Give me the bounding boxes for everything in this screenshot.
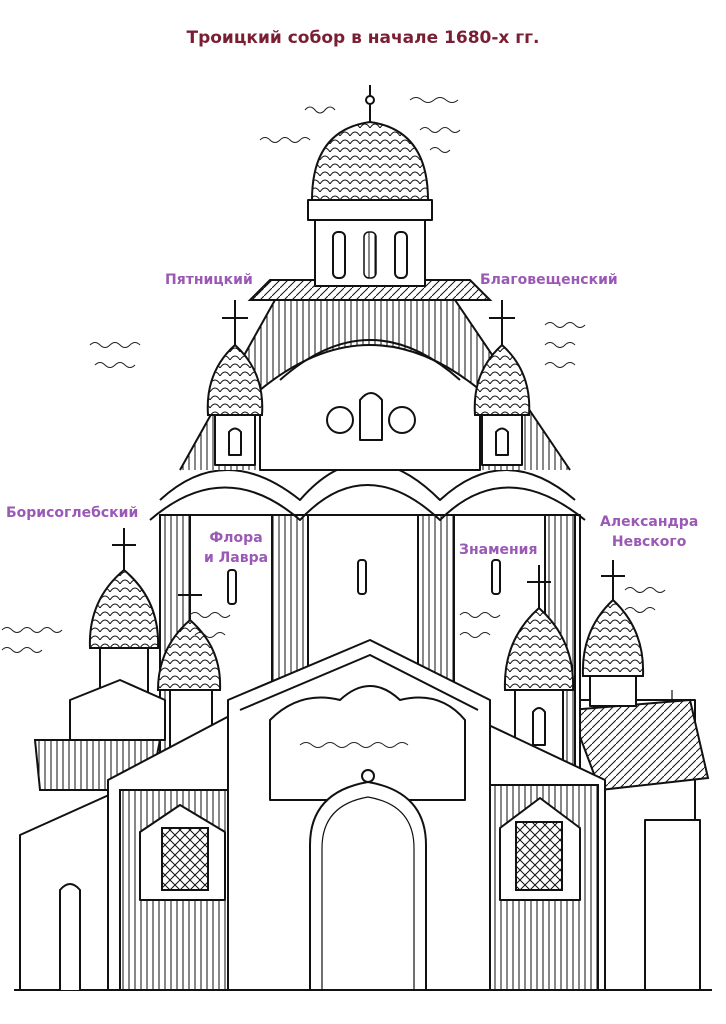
upper-tier <box>179 279 571 471</box>
label-znameniya: Знамения <box>459 542 538 558</box>
left-wing <box>19 739 162 991</box>
cupola-blagoveshchensky <box>473 300 531 466</box>
label-pyatnitsky: Пятницкий <box>165 272 253 288</box>
label-aleksandra-nevskogo: Александра Невского <box>600 512 698 552</box>
cupola-pyatnitsky <box>206 300 264 466</box>
page-title: Троицкий собор в начале 1680-х гг. <box>186 28 540 48</box>
label-aleksandra-line2: Невского <box>611 534 687 550</box>
handwritten-notes <box>1 97 666 748</box>
label-blagoveshchensky: Благовещенский <box>480 272 618 288</box>
front-porch <box>107 639 606 991</box>
label-flora-lavra: Флора и Лавра <box>204 528 268 568</box>
cupola-flora-lavra <box>156 578 222 751</box>
cupola-aleksandra-nevskogo <box>581 560 645 707</box>
central-dome <box>307 85 433 287</box>
label-flora-lavra-line2: и Лавра <box>204 550 269 566</box>
cupola-borisoglebsky <box>69 528 166 741</box>
label-flora-lavra-line1: Флора <box>209 530 263 546</box>
label-aleksandra-line1: Александра <box>600 514 699 530</box>
label-borisoglebsky: Борисоглебский <box>6 505 139 521</box>
